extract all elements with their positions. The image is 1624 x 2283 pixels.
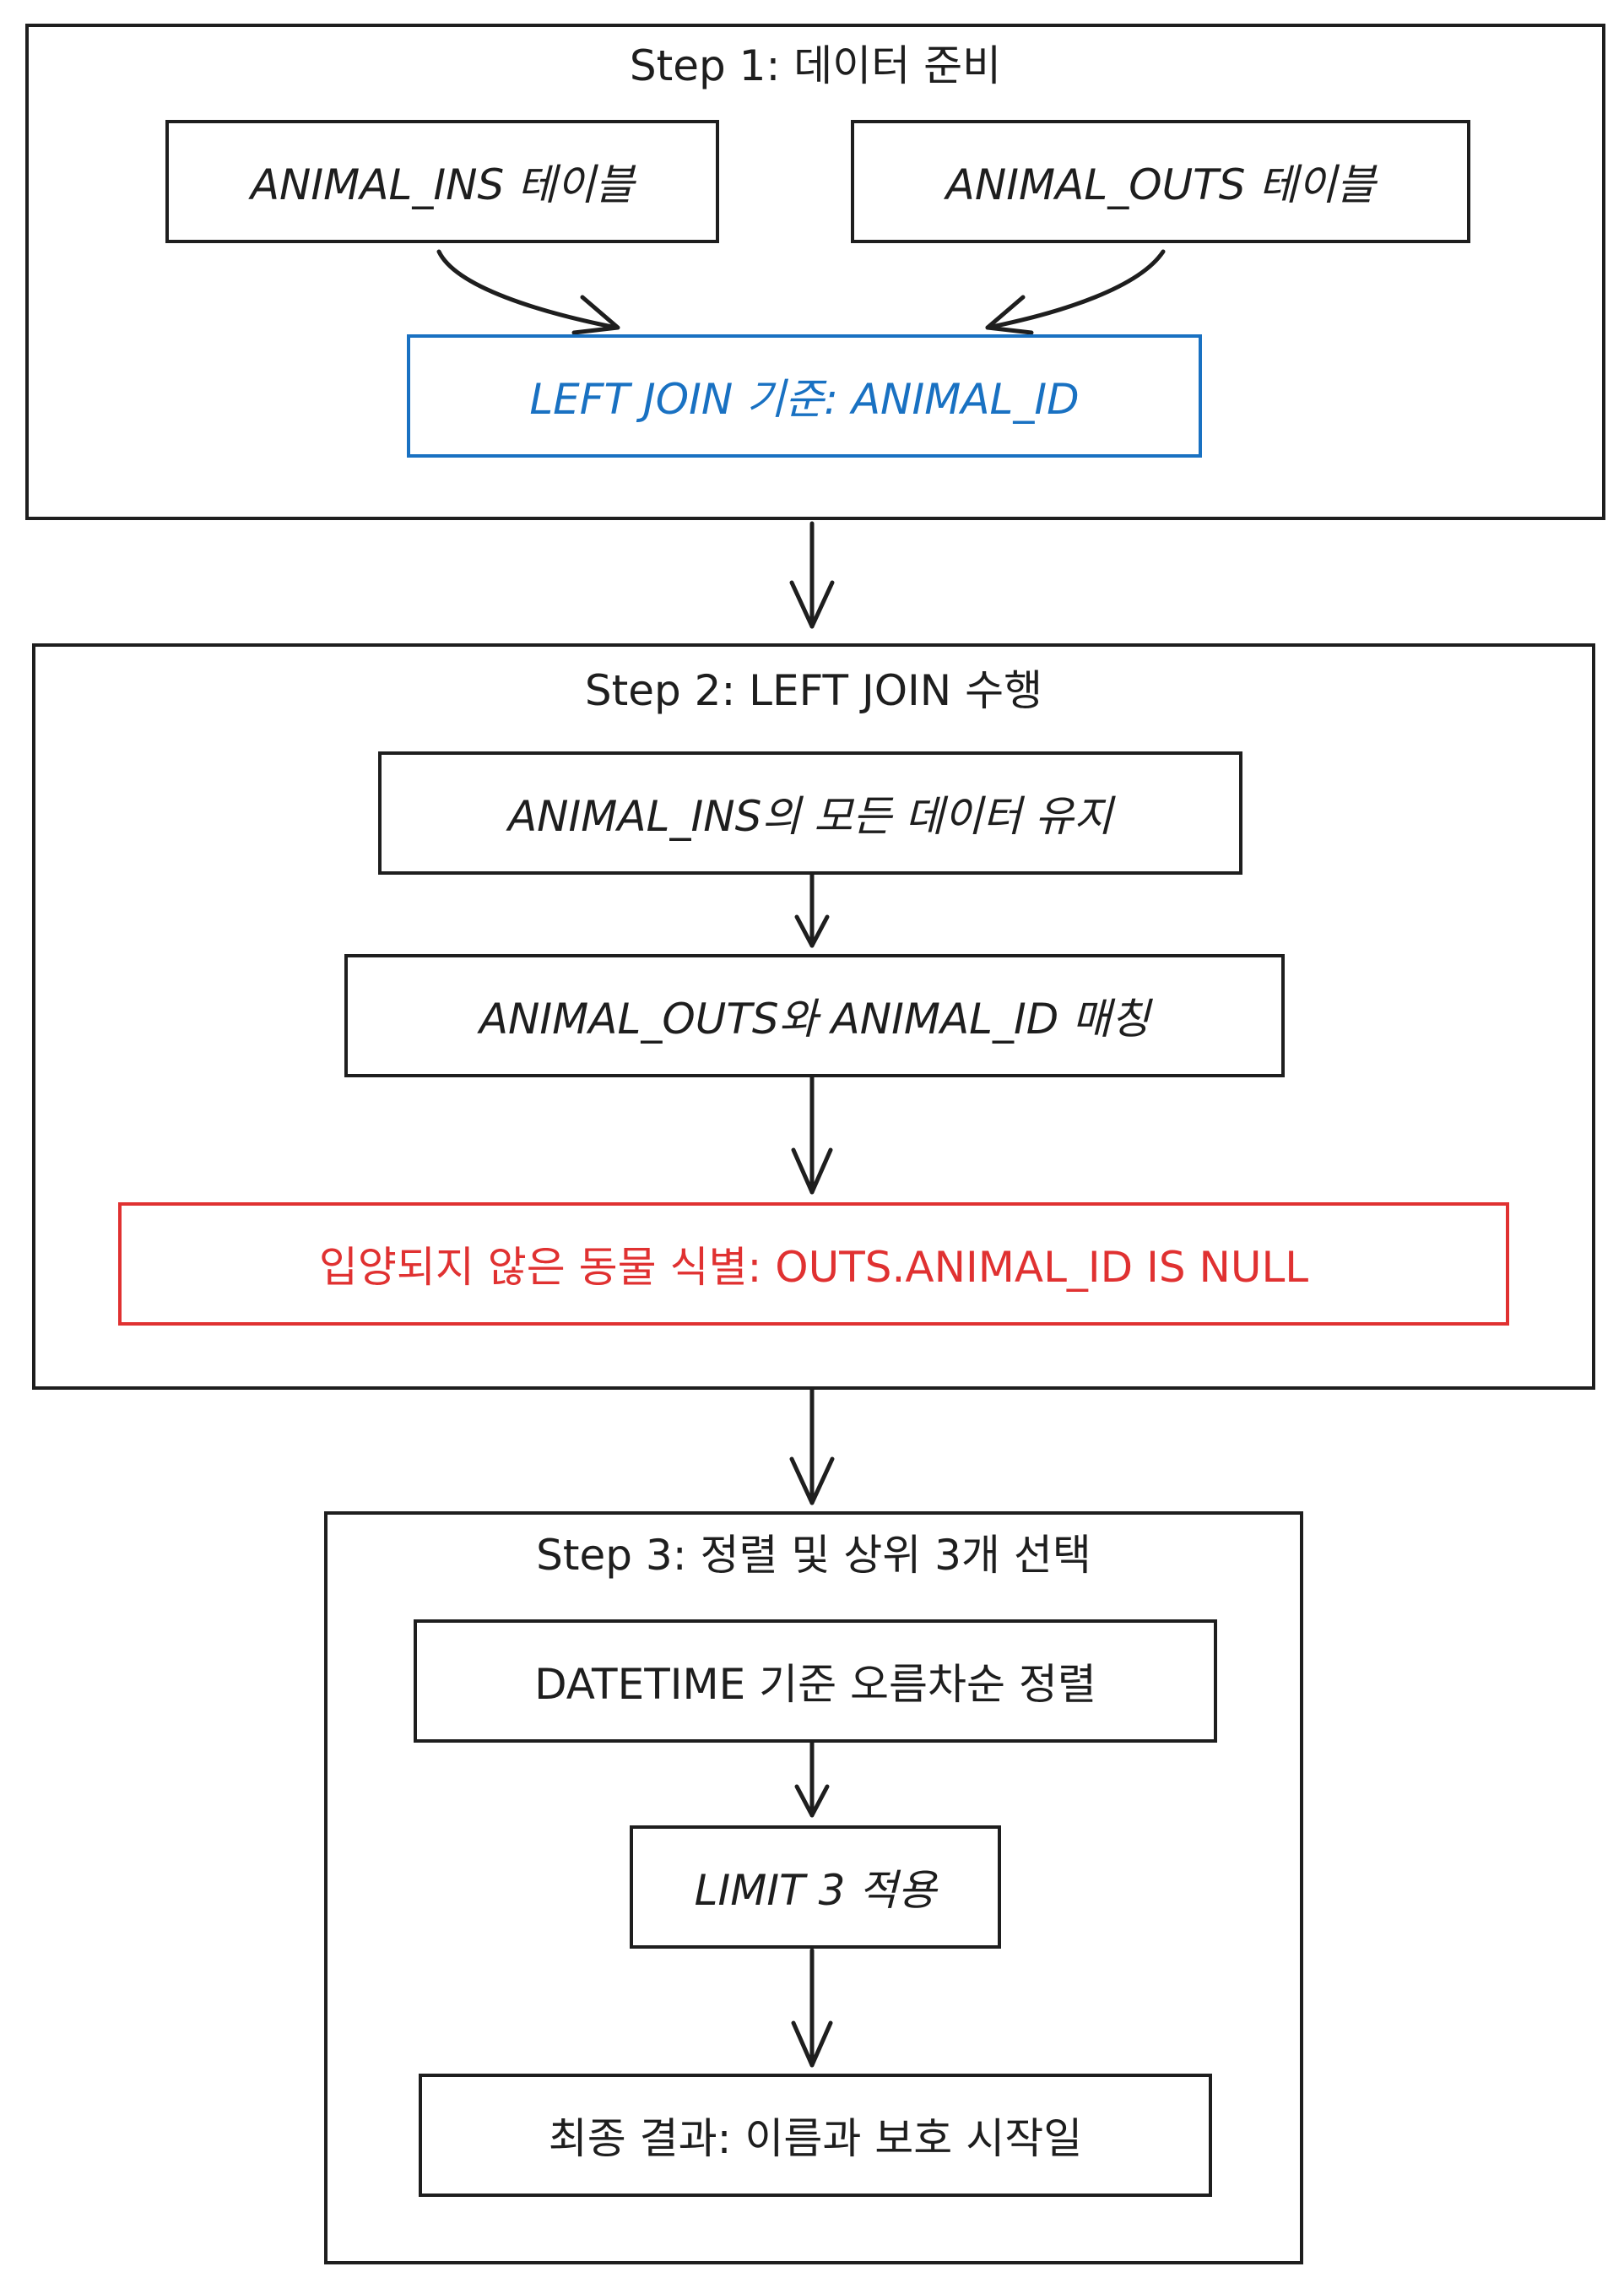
animal-outs-table-box: ANIMAL_OUTS 테이블	[851, 120, 1470, 243]
keep-all-ins-box: ANIMAL_INS의 모든 데이터 유지	[378, 751, 1242, 875]
step2-title: Step 2: LEFT JOIN 수행	[584, 666, 1043, 715]
match-animal-id-box: ANIMAL_OUTS와 ANIMAL_ID 매칭	[344, 954, 1285, 1077]
sort-datetime-box: DATETIME 기준 오름차순 정렬	[414, 1619, 1217, 1743]
step1-title: Step 1: 데이터 준비	[629, 41, 1002, 90]
step2-frame: Step 2: LEFT JOIN 수행	[32, 643, 1595, 1390]
arrow-step2-to-step3-head	[789, 1456, 835, 1505]
limit-3-box: LIMIT 3 적용	[630, 1825, 1001, 1949]
step3-title: Step 3: 정렬 및 상위 3개 선택	[536, 1531, 1091, 1580]
final-result-box: 최종 결과: 이름과 보호 시작일	[419, 2074, 1212, 2197]
step1-frame: Step 1: 데이터 준비	[25, 24, 1605, 520]
step3-frame: Step 3: 정렬 및 상위 3개 선택	[324, 1511, 1303, 2264]
identify-not-adopted-box: 입양되지 않은 동물 식별: OUTS.ANIMAL_ID IS NULL	[118, 1202, 1509, 1326]
animal-ins-table-box: ANIMAL_INS 테이블	[165, 120, 719, 243]
arrow-step1-to-step2-head	[789, 580, 835, 629]
left-join-key-box: LEFT JOIN 기준: ANIMAL_ID	[407, 334, 1202, 458]
